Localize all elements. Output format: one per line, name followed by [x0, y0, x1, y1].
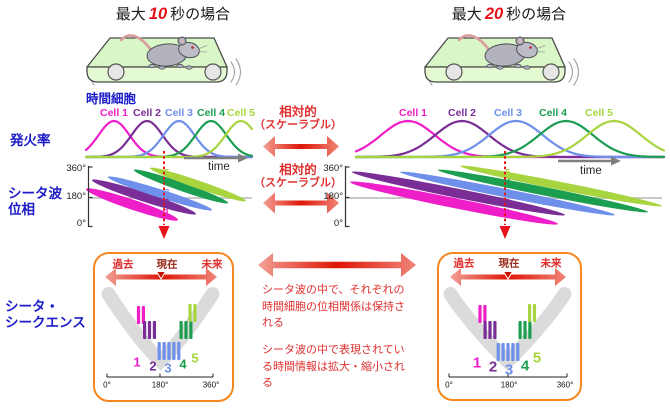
phase-order-number: 2 — [505, 197, 511, 207]
cell-label: Cell 4 — [196, 107, 226, 119]
present-marker — [502, 271, 514, 280]
present-label: 現在 — [498, 257, 520, 270]
bottom-scale-arrow — [258, 253, 416, 277]
phase-order-number: 4 — [164, 177, 170, 187]
time-arrow-left — [184, 153, 248, 163]
box-axis-label: 180° — [151, 380, 169, 390]
box-axis-label: 360° — [556, 380, 574, 390]
scalable-arrow-2 — [263, 192, 339, 214]
relative-label: 相対的 — [279, 163, 317, 177]
title-right-number: 20 — [484, 5, 504, 23]
title-left-number: 10 — [148, 5, 168, 23]
cell-number: 5 — [191, 350, 199, 366]
title-right-pre: 最大 — [451, 6, 482, 23]
phase-order-number: 1 — [505, 207, 511, 217]
time-arrow-right — [558, 156, 621, 166]
phase-axis-label: 360° — [66, 163, 86, 174]
title-right-post: 秒の場合 — [506, 6, 567, 23]
firing-curves-left — [84, 119, 254, 159]
phase-axis-label: 180° — [66, 191, 86, 202]
cell-label: Cell 3 — [164, 107, 194, 119]
cell-number: 3 — [164, 360, 172, 376]
relative-label: 相対的 — [279, 105, 317, 119]
box-axis-label: 360° — [202, 380, 220, 390]
theta-phase-line2: 位相 — [8, 201, 35, 217]
past-label: 過去 — [112, 258, 134, 271]
scalable-label: （スケーラブル） — [254, 119, 342, 131]
cell-label: Cell 5 — [584, 107, 614, 119]
spike-ticks-right — [478, 304, 537, 361]
past-label: 過去 — [453, 257, 475, 270]
treadmill-mouse-right — [424, 34, 580, 86]
firing-curves-right — [354, 119, 666, 159]
phase-order-number: 3 — [164, 187, 170, 197]
relative-scalable-note-2: 相対的 （スケーラブル） — [252, 163, 344, 189]
theta-wave-left — [101, 287, 220, 371]
theta-seq-box-left — [93, 252, 234, 402]
row-label-firing-rate: 発火率 — [10, 133, 51, 148]
cell-number: 4 — [520, 357, 530, 375]
note-phase-preserved: シータ波の中で、それぞれの時間細胞の位相関係は保持される — [262, 284, 405, 329]
note-time-scaled: シータ波の中で表現されている時間情報は拡大・縮小される — [262, 344, 405, 389]
box-axis-left — [106, 373, 214, 378]
scalable-arrow-1 — [263, 136, 339, 157]
phase-order-number: 2 — [164, 197, 170, 207]
phase-axis-label: 360° — [323, 163, 343, 174]
cell-label: Cell 4 — [538, 107, 568, 119]
cell-label: Cell 5 — [226, 107, 256, 119]
cell-number: 2 — [488, 358, 498, 376]
present-label: 現在 — [156, 258, 178, 271]
theta-seq-box-right — [437, 252, 582, 401]
future-label: 未来 — [201, 258, 223, 271]
treadmill-mouse-left — [86, 34, 242, 86]
phase-order-number: 1 — [164, 207, 170, 217]
dotted-time-marker-right — [499, 151, 511, 239]
dotted-time-marker-left — [158, 151, 170, 239]
cell-number: 5 — [532, 349, 542, 367]
title-left-post: 秒の場合 — [170, 6, 231, 23]
phase-axis-label: 0° — [333, 218, 343, 229]
cell-label: Cell 1 — [398, 107, 428, 119]
theta-phase-line1: シータ波 — [8, 186, 62, 201]
row-label-theta-sequence: シータ・ シークエンス — [5, 299, 86, 331]
phase-order-number: 3 — [505, 187, 511, 197]
phase-order-number: 5 — [505, 167, 511, 177]
time-cells-label: 時間細胞 — [86, 92, 137, 106]
phase-order-number: 4 — [505, 177, 511, 187]
scalable-label: （スケーラブル） — [254, 177, 342, 189]
time-label: time — [580, 165, 602, 177]
cell-number: 2 — [149, 358, 157, 374]
box-axis-label: 0° — [103, 380, 111, 390]
spike-ticks-left — [136, 304, 197, 360]
cell-label: Cell 2 — [132, 107, 162, 119]
cell-number: 4 — [179, 356, 187, 372]
relative-scalable-note-1: 相対的 （スケーラブル） — [252, 105, 344, 131]
cell-label: Cell 3 — [493, 107, 523, 119]
cell-label: Cell 2 — [447, 107, 477, 119]
row-label-theta-phase: シータ波 位相 — [8, 186, 62, 218]
theta-seq-line1: シータ・ — [5, 299, 59, 314]
cell-number: 1 — [133, 354, 141, 370]
phase-axis-label: 180° — [323, 191, 343, 202]
theta-phase-right — [344, 165, 663, 228]
box-axis-label: 0° — [445, 380, 453, 390]
present-marker — [155, 271, 167, 280]
cell-label: Cell 1 — [99, 107, 129, 119]
theta-seq-line2: シークエンス — [5, 314, 86, 330]
box-axis-right — [448, 373, 568, 378]
cell-number: 1 — [472, 354, 482, 372]
phase-axis-label: 0° — [76, 218, 86, 229]
cell-number: 3 — [504, 361, 514, 379]
time-label: time — [208, 161, 230, 173]
theta-phase-left — [85, 166, 252, 228]
box-axis-label: 180° — [500, 380, 518, 390]
title-left-pre: 最大 — [115, 6, 146, 23]
future-label: 未来 — [540, 257, 562, 270]
phase-order-number: 5 — [164, 167, 170, 177]
